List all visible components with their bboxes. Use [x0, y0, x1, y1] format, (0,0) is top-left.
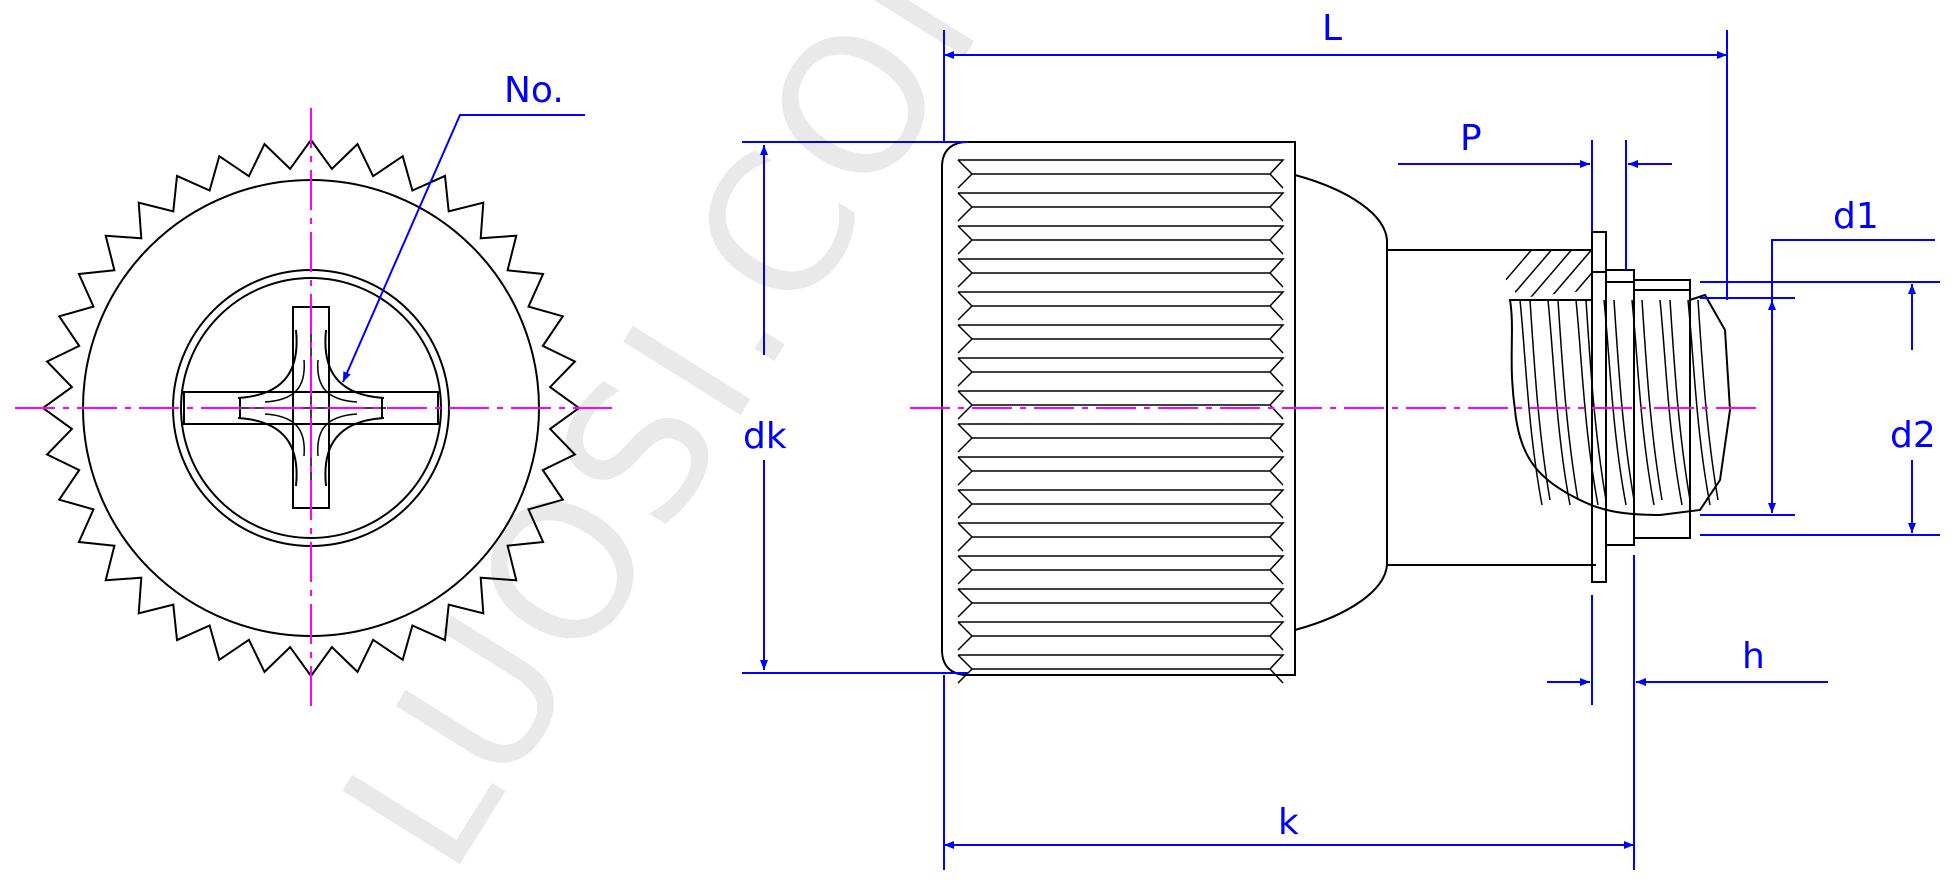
label-no: No.: [504, 70, 564, 111]
knurl-ridges: [957, 159, 1285, 684]
no-leader-line: [342, 114, 585, 383]
label-L: L: [1322, 8, 1342, 49]
label-h: h: [1742, 636, 1765, 677]
watermark-text: LUOSI.COM: [301, 0, 1083, 883]
side-view: L dk P d2 d1 h k: [742, 8, 1940, 870]
label-k: k: [1278, 802, 1299, 843]
label-d2: d2: [1890, 415, 1936, 456]
label-P: P: [1460, 118, 1482, 159]
front-view: No.: [15, 70, 612, 712]
thread-flanks: [1519, 299, 1719, 506]
label-dk: dk: [743, 416, 787, 457]
knurled-head-side: [941, 141, 1388, 684]
label-d1: d1: [1833, 196, 1879, 237]
thread-section: [1492, 249, 1732, 517]
